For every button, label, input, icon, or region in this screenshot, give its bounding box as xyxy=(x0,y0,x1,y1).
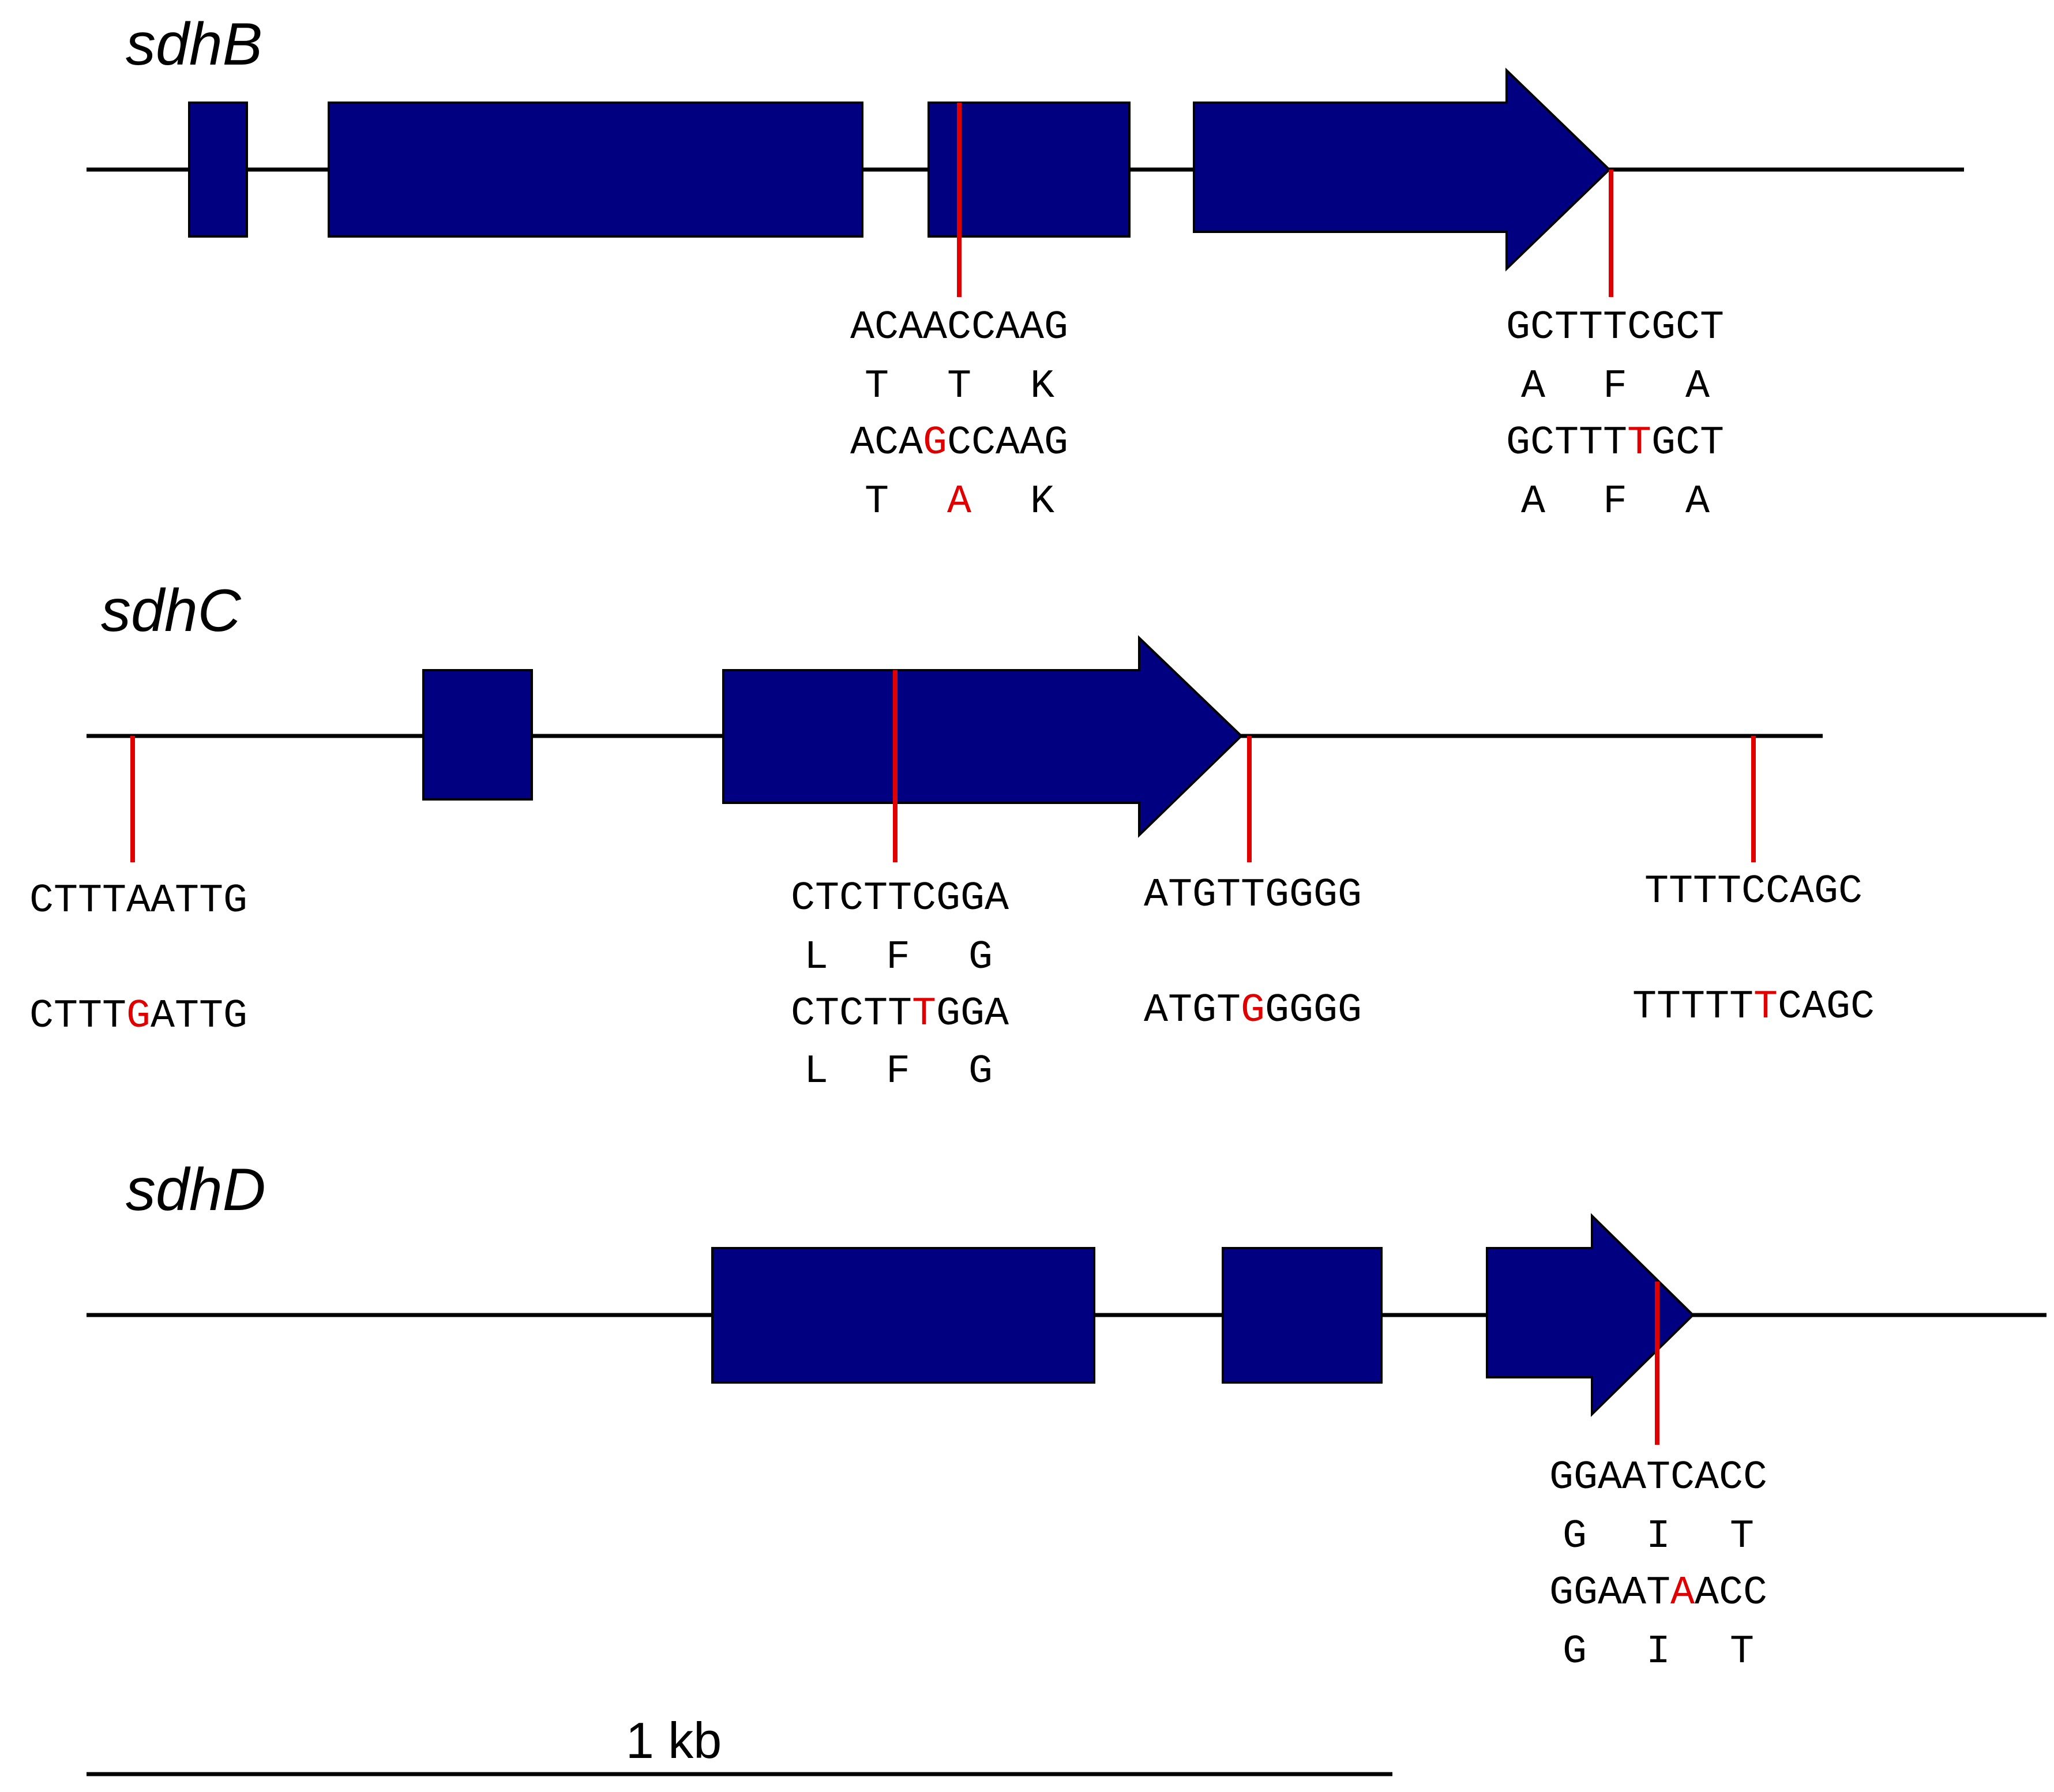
ref-aa: A xyxy=(1521,364,1545,410)
alt-sequence: CTCTTTGGA xyxy=(791,991,1009,1037)
mutated-base: G xyxy=(1241,988,1265,1034)
ref-aa: L xyxy=(804,935,828,980)
ref-aa: K xyxy=(1030,364,1054,410)
exon xyxy=(328,102,863,238)
alt-sequence: GGAATAACC xyxy=(1549,1571,1767,1616)
ref-aa: F xyxy=(1603,364,1627,410)
exon xyxy=(1222,1247,1383,1384)
alt-suffix: ACC xyxy=(1695,1571,1767,1616)
alt-sequence: ATGTGGGGG xyxy=(1144,988,1362,1034)
gene-sdhB: sdhB ACAACCAAG T T K ACAGCCAAG T A K GCT… xyxy=(87,11,1964,525)
alt-suffix: GGGG xyxy=(1265,988,1362,1034)
exon-arrow xyxy=(1193,67,1611,272)
variant-sdhB-1: ACAACCAAG T T K ACAGCCAAG T A K xyxy=(850,305,1068,525)
gene-label-sdhC: sdhC xyxy=(101,577,242,644)
ref-aa: T xyxy=(1730,1514,1754,1560)
ref-aa: F xyxy=(886,935,910,980)
gene-sdhD: sdhD GGAATCACC G I T GGAATAACC G I T xyxy=(87,1156,2047,1675)
ref-aa: G xyxy=(1563,1514,1587,1560)
alt-aa: A xyxy=(1685,479,1710,525)
variant-sdhD-1: GGAATCACC G I T GGAATAACC G I T xyxy=(1549,1455,1767,1675)
ref-aa: A xyxy=(1685,364,1710,410)
ref-sequence: TTTTCCAGC xyxy=(1644,869,1863,915)
exon xyxy=(928,102,1131,238)
alt-aa: I xyxy=(1646,1629,1670,1675)
ref-sequence: ATGTTGGGG xyxy=(1144,873,1362,918)
alt-aa: T xyxy=(865,479,889,525)
alt-sequence: CTTTGATTG xyxy=(29,994,247,1039)
alt-prefix: CTTT xyxy=(29,994,126,1039)
variant-sdhC-4: TTTTCCAGC TTTTTTCAGC xyxy=(1632,869,1875,1030)
ref-aa: G xyxy=(968,935,993,980)
alt-aa: G xyxy=(1563,1629,1587,1675)
mutated-base: A xyxy=(1670,1571,1695,1616)
variant-sdhC-1: CTTTAATTG CTTTGATTG xyxy=(29,878,247,1039)
mutated-base: G xyxy=(923,420,947,466)
exon xyxy=(711,1247,1095,1384)
mutated-base: T xyxy=(1753,985,1778,1030)
scale-bar-label: 1 kb xyxy=(626,1712,722,1769)
alt-aa: A xyxy=(1521,479,1545,525)
ref-sequence: GGAATCACC xyxy=(1549,1455,1767,1501)
ref-sequence: CTCTTCGGA xyxy=(791,876,1009,922)
alt-aa: F xyxy=(1603,479,1627,525)
variant-sdhB-2: GCTTTCGCT A F A GCTTTTGCT A F A xyxy=(1506,305,1724,525)
alt-prefix: ACA xyxy=(850,420,923,466)
scale-bar: 1 kb xyxy=(87,1712,1392,1776)
exon xyxy=(188,102,248,238)
alt-suffix: ATTG xyxy=(151,994,247,1039)
gene-label-sdhB: sdhB xyxy=(126,11,262,78)
alt-aa-mutated: A xyxy=(947,479,971,525)
alt-suffix: CCAAG xyxy=(947,420,1068,466)
gene-sdhC: sdhC CTTTAATTG CTTTGATTG CTCTTCGGA L F G… xyxy=(29,577,1875,1095)
exon-arrow xyxy=(1486,1213,1695,1417)
alt-aa: F xyxy=(886,1049,910,1095)
alt-prefix: GCTTT xyxy=(1506,420,1627,466)
mutated-base: T xyxy=(912,991,936,1037)
variant-sdhC-3: ATGTTGGGG ATGTGGGGG xyxy=(1144,873,1362,1034)
alt-sequence: ACAGCCAAG xyxy=(850,420,1068,466)
gene-label-sdhD: sdhD xyxy=(126,1156,266,1223)
exon xyxy=(422,669,533,801)
ref-aa: I xyxy=(1646,1514,1670,1560)
alt-aa: G xyxy=(968,1049,993,1095)
mutated-base: G xyxy=(126,994,151,1039)
ref-aa: T xyxy=(865,364,889,410)
ref-sequence: ACAACCAAG xyxy=(850,305,1068,351)
ref-sequence: CTTTAATTG xyxy=(29,878,247,924)
alt-sequence: GCTTTTGCT xyxy=(1506,420,1724,466)
alt-aa: K xyxy=(1030,479,1054,525)
alt-prefix: ATGT xyxy=(1144,988,1241,1034)
alt-aa: L xyxy=(804,1049,828,1095)
ref-sequence: GCTTTCGCT xyxy=(1506,305,1724,351)
alt-suffix: CAGC xyxy=(1778,985,1875,1030)
alt-prefix: GGAAT xyxy=(1549,1571,1670,1616)
alt-suffix: GGA xyxy=(936,991,1009,1037)
variant-sdhC-2: CTCTTCGGA L F G CTCTTTGGA L F G xyxy=(791,876,1009,1095)
alt-aa: T xyxy=(1730,1629,1754,1675)
alt-suffix: GCT xyxy=(1651,420,1724,466)
exon-arrow xyxy=(722,635,1243,838)
alt-prefix: TTTTT xyxy=(1632,985,1753,1030)
mutated-base: T xyxy=(1627,420,1651,466)
ref-aa: T xyxy=(947,364,971,410)
alt-sequence: TTTTTTCAGC xyxy=(1632,985,1875,1030)
alt-prefix: CTCTT xyxy=(791,991,912,1037)
